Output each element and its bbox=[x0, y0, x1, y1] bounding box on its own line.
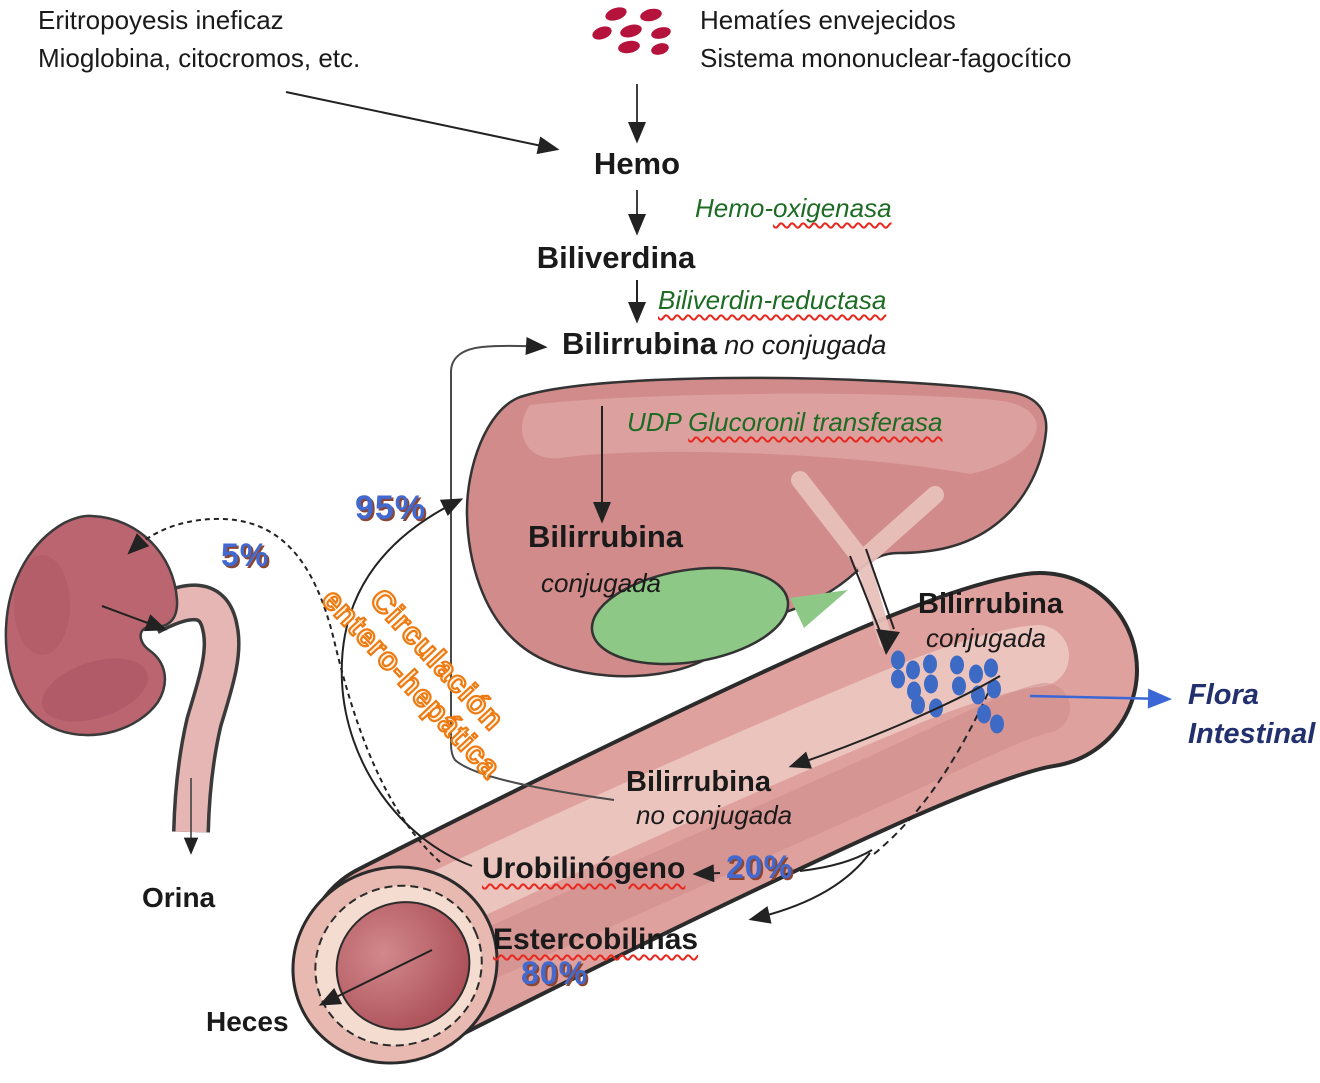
liver-shape bbox=[465, 376, 1048, 678]
percent-20: 20% bbox=[726, 849, 794, 885]
arrow-20-to-urobilinogeno bbox=[692, 864, 721, 883]
intestine-opening bbox=[291, 865, 499, 1065]
curve-20-percent bbox=[799, 849, 873, 872]
source-left-line1: Eritropoyesis ineficaz bbox=[38, 5, 284, 35]
percent-5: 5% bbox=[221, 537, 270, 573]
percent-95: 95% bbox=[355, 489, 427, 527]
bile-flow-arrow bbox=[849, 548, 900, 655]
enzyme-udp-prefix: UDP bbox=[627, 407, 689, 437]
arrow-hilum bbox=[101, 605, 168, 632]
intestine-bilirrubina-state: no conjugada bbox=[636, 800, 793, 830]
arrow-flora bbox=[1029, 688, 1172, 709]
percent-80: 80% bbox=[521, 955, 589, 991]
enzyme-udp-glucoronil: UDP Glucoronil transferasa bbox=[627, 407, 943, 437]
duodenum-bilirrubina-label: Bilirrubina bbox=[918, 588, 1064, 620]
node-estercobilinas: Estercobilinas bbox=[493, 923, 699, 956]
arc-5-percent-to-kidney bbox=[127, 517, 441, 863]
duodenum-bilirrubina-state: conjugada bbox=[926, 623, 1046, 653]
ureter-shape bbox=[141, 583, 241, 833]
node-orina: Orina bbox=[142, 882, 216, 913]
kidney-shape bbox=[4, 514, 179, 737]
enzyme-hemo-oxigenasa-prefix: Hemo- bbox=[695, 193, 774, 223]
flora-intestinal-label: Flora Intestinal bbox=[1188, 676, 1315, 754]
bile-duct-shape bbox=[791, 471, 944, 649]
enzyme-udp-underlined: Glucoronil transferasa bbox=[688, 407, 943, 437]
node-biliverdina: Biliverdina bbox=[536, 240, 696, 275]
flora-line1: Flora bbox=[1188, 679, 1259, 711]
node-bilirrubina-state: no conjugada bbox=[724, 330, 887, 360]
node-urobilinogeno: Urobilinógeno bbox=[482, 852, 686, 885]
enzyme-biliverdin-reductasa: Biliverdin-reductasa bbox=[658, 285, 887, 315]
arrow-dots-to-unconjugated bbox=[788, 675, 1001, 769]
arrow-sources-to-hemo bbox=[285, 91, 560, 155]
rbc-cluster-icon bbox=[592, 7, 671, 55]
enzyme-hemo-oxigenasa-underlined: oxigenasa bbox=[773, 193, 892, 223]
source-left-line2: Mioglobina, citocromos, etc. bbox=[38, 43, 361, 73]
recirculation-to-liver-path bbox=[450, 337, 615, 801]
liver-bilirrubina-label: Bilirrubina bbox=[528, 519, 684, 554]
node-bilirrubina-label: Bilirrubina bbox=[562, 326, 718, 361]
flow-arrows bbox=[101, 84, 1172, 1006]
enzyme-hemo-oxigenasa: Hemo-oxigenasa bbox=[695, 193, 892, 223]
node-bilirrubina-no-conjugada: Bilirrubina no conjugada bbox=[562, 326, 887, 362]
source-right-line1: Hematíes envejecidos bbox=[700, 5, 956, 35]
flora-line2: Intestinal bbox=[1188, 718, 1316, 751]
node-heces: Heces bbox=[206, 1006, 289, 1037]
source-right-line2: Sistema mononuclear-fagocítico bbox=[700, 43, 1072, 73]
node-hemo: Hemo bbox=[593, 146, 681, 181]
arrow-80-to-estercobilinas bbox=[748, 852, 871, 924]
intestine-bilirrubina-label: Bilirrubina bbox=[626, 766, 772, 798]
arrow-heces bbox=[318, 949, 433, 1006]
liver-bilirrubina-state: conjugada bbox=[541, 568, 661, 598]
gallbladder-shape bbox=[590, 566, 848, 666]
bile-dots bbox=[891, 650, 1004, 734]
